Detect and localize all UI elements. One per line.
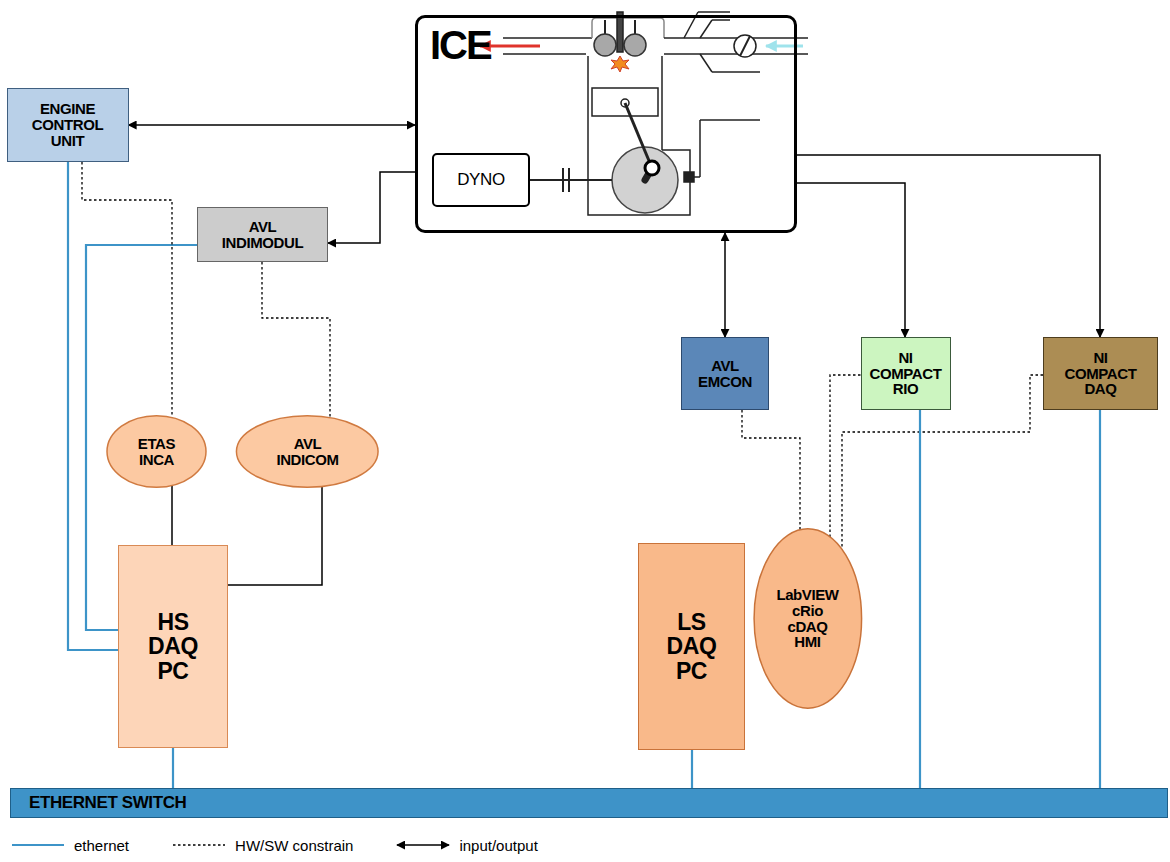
node-label: DYNO [457, 171, 505, 189]
node-label: ICE [430, 24, 491, 66]
node-label: AVL EMCON [688, 358, 762, 390]
ethernet-line [691, 750, 693, 788]
link-line [171, 485, 173, 545]
crankshaft [612, 147, 678, 213]
legend-item: ethernet [10, 837, 129, 854]
constraint-line [830, 375, 861, 537]
valve [624, 34, 646, 56]
constraint-line [742, 410, 800, 530]
indimodul-box: AVL INDIMODUL [197, 207, 328, 262]
spark [611, 56, 629, 72]
node-label: ETAS INCA [127, 436, 187, 468]
pc-box: HS DAQ PC [118, 545, 228, 748]
legend-text: ethernet [74, 837, 129, 854]
io-arrow [328, 172, 415, 243]
speed-sensor [684, 172, 694, 182]
node-label: AVL INDICOM [263, 436, 353, 468]
software-ellipse: AVL INDICOM [235, 415, 380, 488]
node-label: ENGINE CONTROL UNIT [14, 101, 122, 148]
io-arrow [797, 183, 905, 337]
node-label: HS DAQ PC [143, 610, 203, 682]
io-arrow [129, 124, 416, 126]
spark-plug [617, 12, 623, 52]
ethernet-line [919, 410, 921, 788]
dyno-box: DYNO [432, 153, 530, 207]
legend-text: input/output [459, 837, 537, 854]
crio-box: NI COMPACT RIO [861, 337, 951, 410]
switch-band: ETHERNET SWITCH [10, 788, 1168, 818]
legend-text: HW/SW constrain [235, 837, 353, 854]
shaft [530, 179, 612, 181]
constraint-line [82, 162, 172, 418]
link-line [228, 487, 322, 585]
software-ellipse: ETAS INCA [106, 415, 207, 488]
legend-sample [171, 839, 227, 851]
ethernet-line [68, 162, 118, 650]
throttle [734, 35, 756, 57]
node-label: AVL INDIMODUL [213, 219, 313, 251]
legend-item: HW/SW constrain [171, 837, 353, 854]
legend-sample [10, 839, 66, 851]
io-arrow [797, 155, 1100, 337]
engine-box: ICE DYNO [415, 15, 797, 233]
node-label: LabVIEW cRio cDAQ HMI [774, 587, 840, 650]
node-label: NI COMPACT RIO [868, 350, 944, 397]
pc-box: LS DAQ PC [638, 543, 745, 750]
legend: ethernet HW/SW constrain input/output [10, 833, 580, 857]
io-arrow [724, 233, 726, 337]
intake-arrow [766, 45, 803, 48]
emcon-box: AVL EMCON [681, 337, 769, 410]
node-label: ETHERNET SWITCH [29, 794, 186, 812]
piston [592, 88, 658, 116]
constraint-line [262, 262, 330, 418]
node-label: LS DAQ PC [662, 610, 722, 682]
legend-item: input/output [395, 837, 537, 854]
valve [594, 34, 616, 56]
ethernet-line [172, 748, 174, 788]
node-label: NI COMPACT DAQ [1061, 350, 1141, 397]
ethernet-line [1099, 410, 1101, 788]
legend-sample [395, 839, 451, 851]
cdaq-box: NI COMPACT DAQ [1043, 337, 1158, 410]
software-ellipse: LabVIEW cRio cDAQ HMI [753, 527, 863, 710]
control-unit-box: ENGINE CONTROL UNIT [7, 88, 129, 162]
